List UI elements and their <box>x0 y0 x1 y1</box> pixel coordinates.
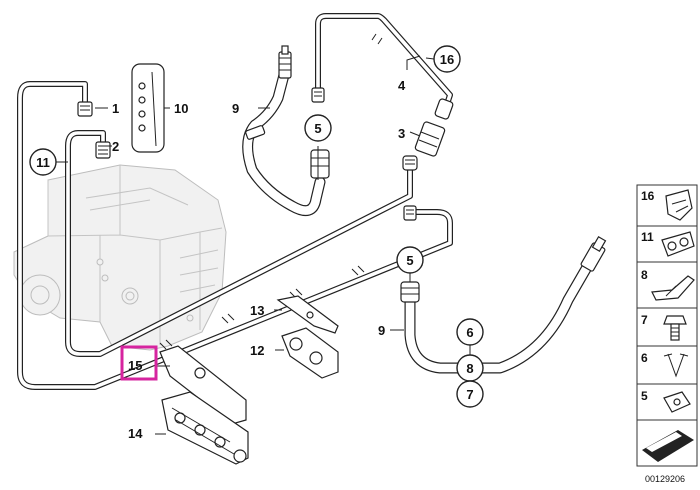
brake-pipe-left-loop[interactable] <box>17 81 453 390</box>
reference-number: 00129206 <box>645 474 685 484</box>
brake-pipe-upper[interactable] <box>315 13 453 107</box>
callout-15: 15 <box>128 358 142 373</box>
panel-item-gasket[interactable] <box>636 419 698 467</box>
pipe-fitting-top-end[interactable] <box>311 87 325 103</box>
brake-hose-upper[interactable] <box>242 45 330 217</box>
callout-7: 7 <box>456 380 484 408</box>
callout-12: 12 <box>250 343 264 358</box>
abs-hydraulic-unit[interactable] <box>13 164 227 351</box>
callout-4: 4 <box>398 78 406 93</box>
callout-1: 1 <box>112 101 119 116</box>
pipe-fitting-inner-end[interactable] <box>402 155 418 171</box>
callout-13: 13 <box>250 303 264 318</box>
gasket-plate-icon <box>642 430 694 462</box>
svg-text:16: 16 <box>641 189 655 203</box>
pipe-fitting-upper-right[interactable] <box>434 98 454 120</box>
callout-3: 3 <box>398 126 405 141</box>
svg-text:11: 11 <box>36 155 50 170</box>
svg-text:5: 5 <box>406 253 413 268</box>
clip-holder-12[interactable] <box>281 327 339 379</box>
svg-text:6: 6 <box>641 351 648 365</box>
callout-5-upper: 5 <box>304 114 332 142</box>
panel-item-8[interactable]: 8 <box>636 261 698 309</box>
holder-block-10[interactable] <box>131 63 165 153</box>
panel-item-7[interactable]: 7 <box>636 307 698 347</box>
svg-text:7: 7 <box>466 387 473 402</box>
panel-item-5[interactable]: 5 <box>636 383 698 421</box>
brake-hose-lower[interactable] <box>400 235 607 376</box>
callout-2: 2 <box>112 139 119 154</box>
pipe-fitting-right-end[interactable] <box>403 205 417 221</box>
svg-text:11: 11 <box>641 230 654 244</box>
double-clip-icon <box>661 231 695 257</box>
bracket-icon <box>651 275 695 301</box>
svg-text:8: 8 <box>641 268 648 282</box>
bracket-15[interactable] <box>159 345 247 425</box>
callout-14: 14 <box>128 426 143 441</box>
panel-item-16[interactable]: 16 <box>636 184 698 227</box>
spring-clip-icon <box>663 353 689 378</box>
callout-10: 10 <box>174 101 188 116</box>
callout-9-lower: 9 <box>378 323 385 338</box>
panel-item-11[interactable]: 11 <box>636 225 698 263</box>
callout-5-lower: 5 <box>396 246 424 274</box>
parts-panel: 16 11 8 7 <box>636 184 698 467</box>
svg-text:5: 5 <box>314 121 321 136</box>
junction-fitting-3[interactable] <box>414 121 446 157</box>
bracket-13[interactable] <box>276 295 339 334</box>
leader-lines <box>55 55 471 435</box>
svg-text:6: 6 <box>466 325 473 340</box>
svg-text:8: 8 <box>466 361 473 376</box>
callout-15-highlight[interactable]: 15 <box>120 345 158 381</box>
callout-11: 11 <box>29 148 57 176</box>
svg-text:16: 16 <box>440 52 454 67</box>
pipe-fitting-1[interactable] <box>77 101 93 117</box>
callout-9-upper: 9 <box>232 101 239 116</box>
pipe-break-marks <box>159 33 383 350</box>
svg-text:5: 5 <box>641 389 648 403</box>
bolt-icon <box>663 315 687 341</box>
panel-item-6[interactable]: 6 <box>636 345 698 385</box>
clip-holder-14[interactable] <box>161 391 249 465</box>
retainer-clip-icon <box>663 391 691 413</box>
clip-icon <box>665 189 693 221</box>
svg-text:7: 7 <box>641 313 648 327</box>
callout-8: 8 <box>456 354 484 382</box>
brake-pipe-inner-loop[interactable] <box>65 130 413 357</box>
pipe-fitting-2[interactable] <box>95 141 111 159</box>
callout-16: 16 <box>433 45 461 73</box>
callout-6: 6 <box>456 318 484 346</box>
